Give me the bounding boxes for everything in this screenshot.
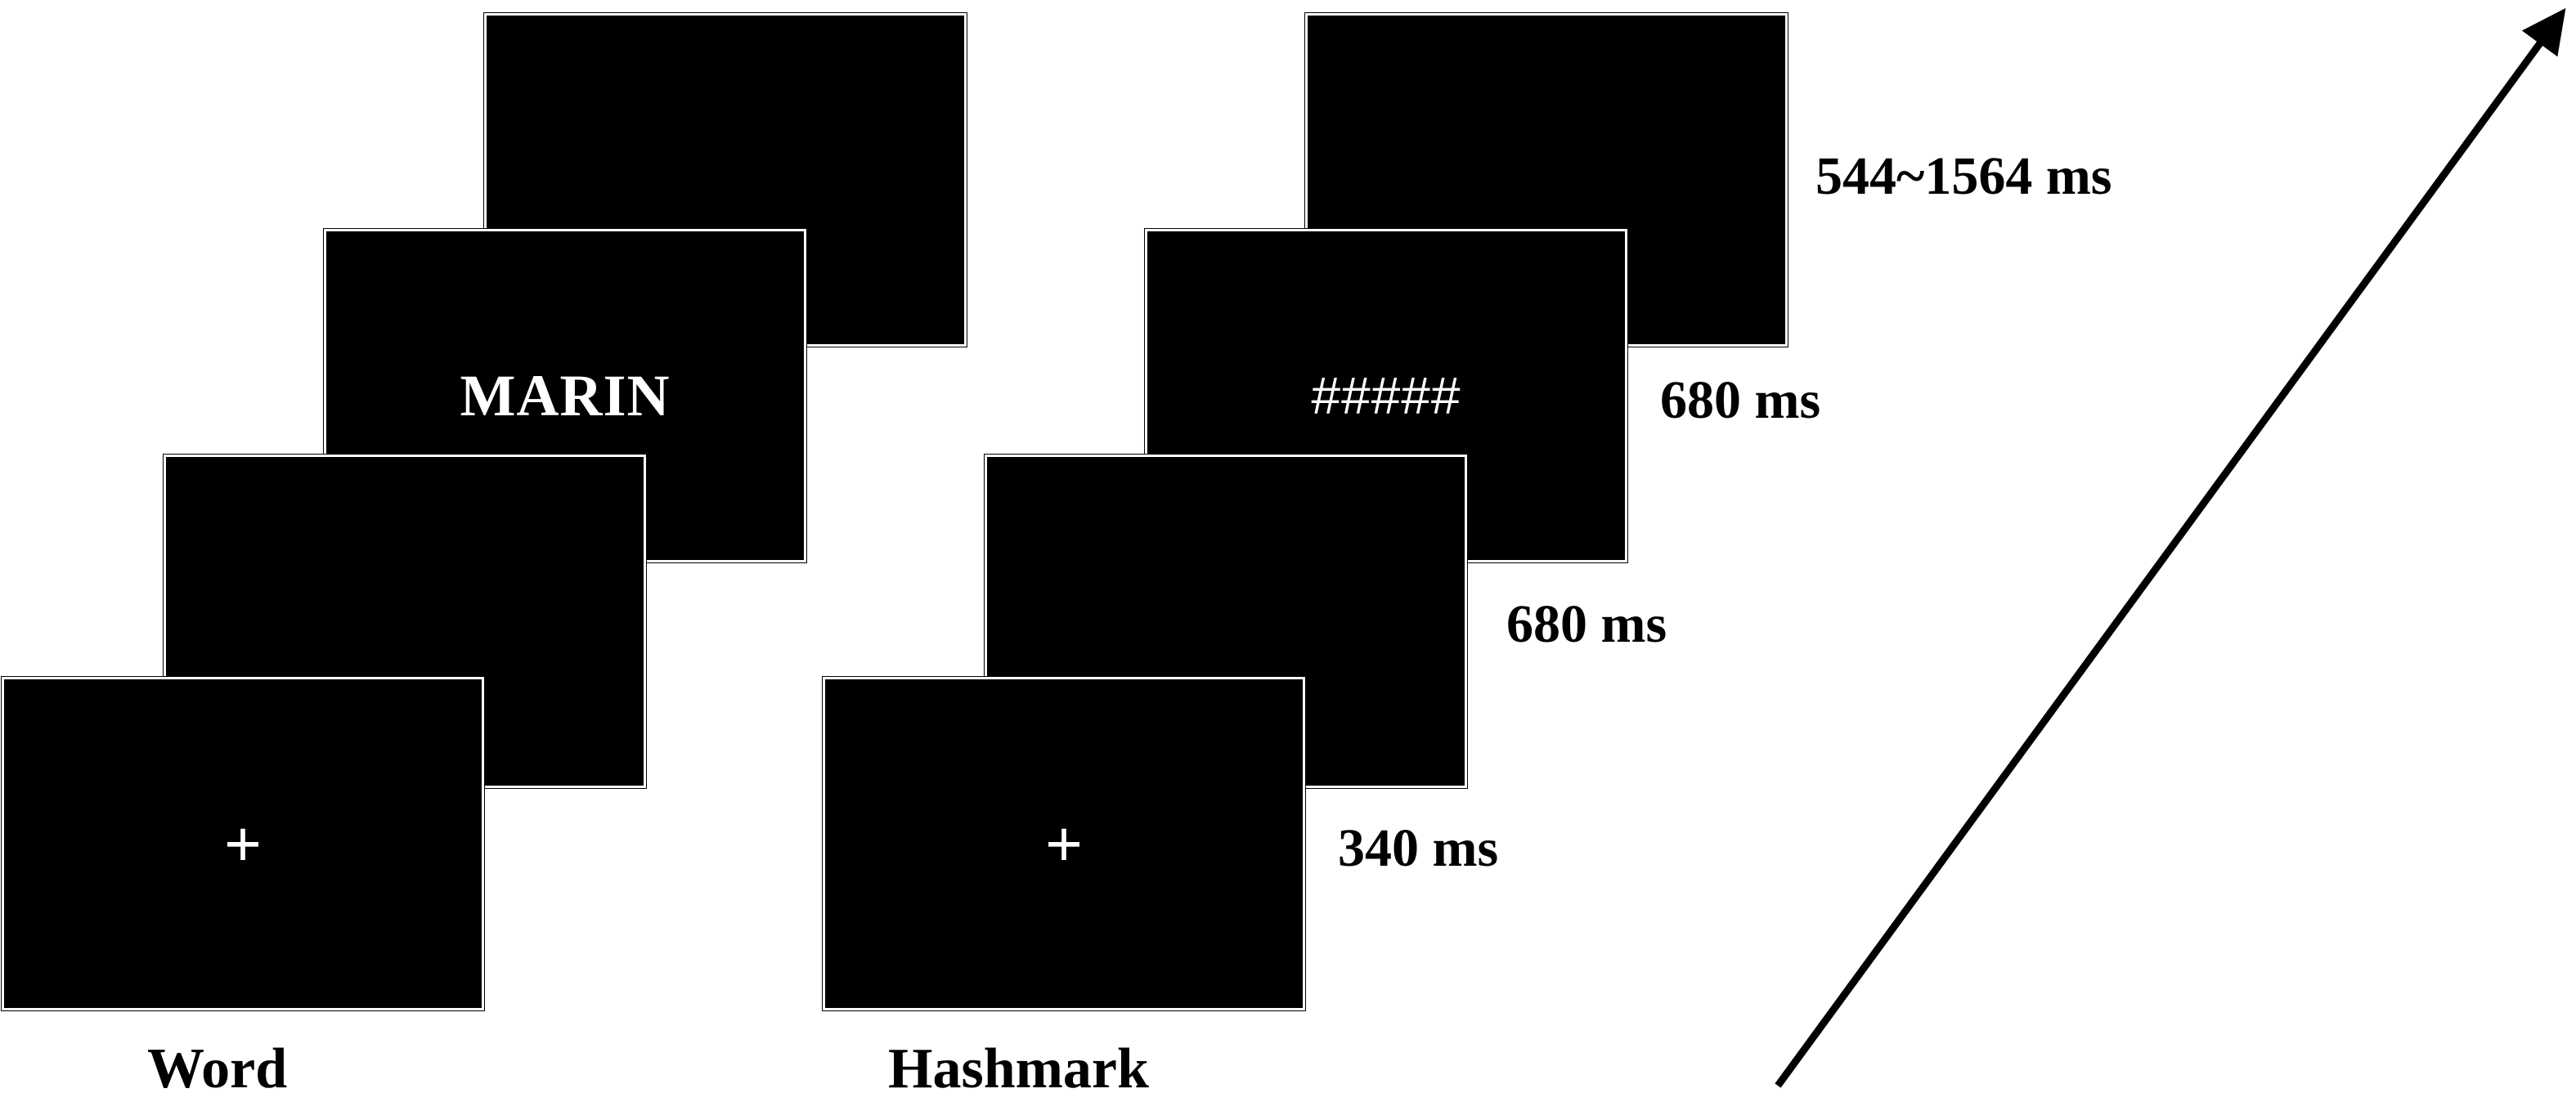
duration-stimulus-label: 680 ms [1660, 370, 1821, 430]
hashmark-stimulus-text: ##### [1311, 366, 1461, 425]
duration-fixation-label: 340 ms [1338, 818, 1499, 878]
duration-blank-label: 680 ms [1506, 594, 1667, 654]
duration-final-label: 544~1564 ms [1815, 146, 2112, 206]
time-arrow-line [1775, 7, 2566, 1088]
word-fixation-cross: + [224, 807, 262, 880]
hashmark-fixation-cross: + [1045, 807, 1083, 880]
word-screen-fixation: + [1, 676, 485, 1011]
condition-label-word: Word [147, 1037, 288, 1100]
word-stimulus-text: MARIN [460, 362, 671, 428]
hashmark-screen-fixation: + [822, 676, 1306, 1011]
condition-label-hashmark: Hashmark [888, 1037, 1149, 1100]
